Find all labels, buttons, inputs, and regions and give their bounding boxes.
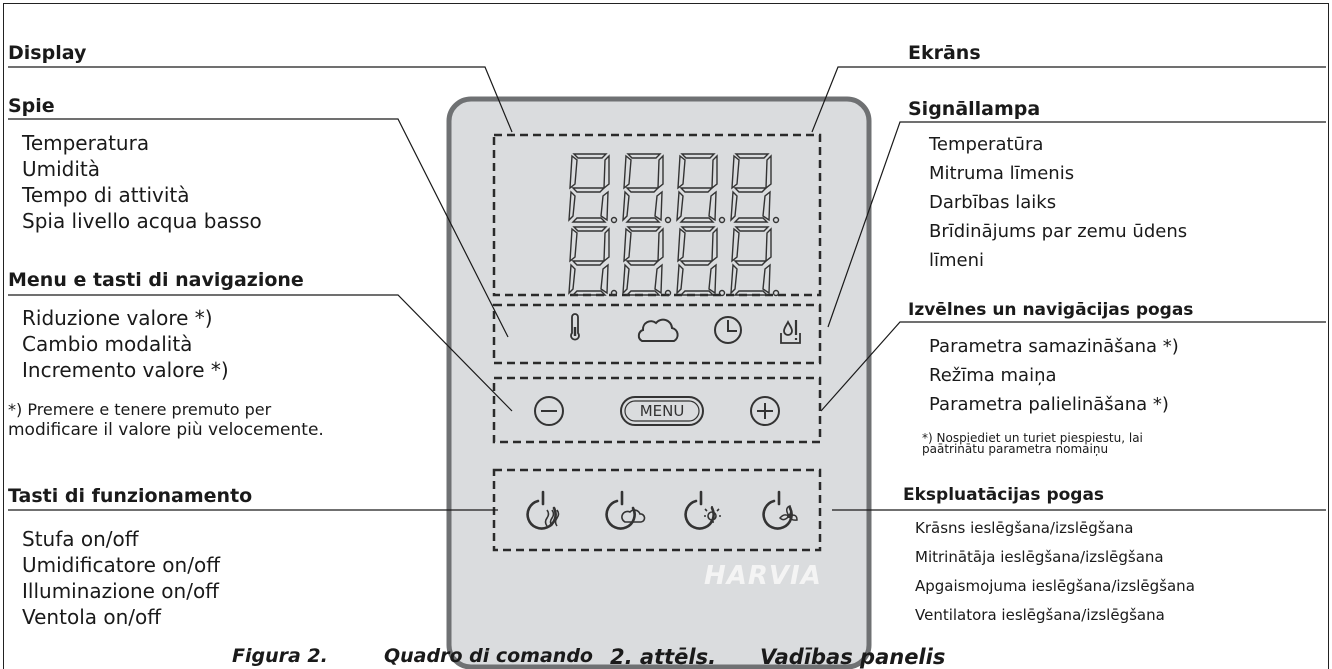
- list-item: Mitruma līmenis: [929, 163, 1075, 184]
- list-item: Ventilatora ieslēgšana/izslēgšana: [915, 606, 1165, 624]
- display-heading-it: Display: [8, 42, 87, 64]
- light-power-icon[interactable]: [684, 490, 721, 530]
- menu-list-lv: Parametra samazināšana *) Režīma maiņa P…: [929, 332, 1179, 419]
- list-item: līmeni: [929, 250, 985, 271]
- list-item: Umidità: [22, 157, 101, 181]
- operation-heading-it: Tasti di funzionamento: [8, 485, 253, 507]
- cloud-icon: [637, 318, 679, 342]
- list-item: Spia livello acqua basso: [22, 209, 262, 233]
- minus-icon[interactable]: [534, 396, 564, 426]
- footnote-line: modificare il valore più velocemente.: [8, 420, 324, 440]
- list-item: Umidificatore on/off: [22, 553, 220, 577]
- plus-icon[interactable]: [750, 396, 780, 426]
- list-item: Ventola on/off: [22, 605, 162, 629]
- list-item: Mitrinātāja ieslēgšana/izslēgšana: [915, 548, 1164, 566]
- humidifier-power-icon[interactable]: [605, 490, 646, 530]
- footnote-line: *) Nospiediet un turiet piespiestu, lai: [922, 431, 1143, 445]
- indicators-heading-lv: Signāllampa: [908, 98, 1041, 120]
- fan-power-icon[interactable]: [762, 490, 798, 530]
- leader-lines-right: [811, 66, 1326, 511]
- list-item: Brīdinājums par zemu ūdens: [929, 221, 1188, 242]
- menu-button[interactable]: [620, 396, 704, 426]
- menu-heading-it: Menu e tasti di navigazione: [8, 269, 304, 291]
- list-item: Apgaismojuma ieslēgšana/izslēgšana: [915, 577, 1195, 595]
- list-item: Temperatūra: [929, 134, 1044, 155]
- menu-button-label: MENU: [639, 402, 685, 420]
- list-item: Parametra samazināšana *): [929, 336, 1179, 357]
- operation-list-it: Stufa on/off Umidificatore on/off Illumi…: [22, 526, 220, 630]
- list-item: Illuminazione on/off: [22, 579, 219, 603]
- leader-lines-left: [8, 66, 513, 511]
- control-panel-body: [446, 96, 872, 669]
- footnote-lv: *) Nospiediet un turiet piespiestu, lai …: [922, 431, 1143, 456]
- water-warning-icon: [780, 319, 801, 344]
- indicators-list-it: Temperatura Umidità Tempo di attività Sp…: [22, 130, 262, 234]
- figure-frame: [3, 3, 1329, 669]
- list-item: Riduzione valore *): [22, 306, 213, 330]
- list-item: Tempo di attività: [22, 183, 190, 207]
- operation-list-lv: Krāsns ieslēgšana/izslēgšana Mitrinātāja…: [915, 514, 1195, 630]
- menu-heading-lv: Izvēlnes un navigācijas pogas: [908, 300, 1194, 320]
- menu-list-it: Riduzione valore *) Cambio modalità Incr…: [22, 305, 229, 383]
- operation-heading-lv: Ekspluatācijas pogas: [903, 485, 1105, 505]
- brand-logo: HARVIA: [704, 561, 822, 591]
- thermometer-icon: [570, 313, 580, 341]
- indicator-area: [492, 303, 822, 365]
- footnote-line: paātrinātu parametra nomaiņu: [922, 442, 1109, 456]
- display-area: [492, 133, 822, 297]
- indicators-heading-it: Spie: [8, 95, 55, 117]
- list-item: Stufa on/off: [22, 527, 139, 551]
- list-item: Parametra palielināšana *): [929, 394, 1169, 415]
- footnote-line: *) Premere e tenere premuto per: [8, 400, 272, 419]
- list-item: Temperatura: [22, 131, 150, 155]
- list-item: Incremento valore *): [22, 358, 229, 382]
- list-item: Darbības laiks: [929, 192, 1057, 213]
- caption-figure-it: Figura 2.: [232, 645, 328, 667]
- footnote-it: *) Premere e tenere premuto per modifica…: [8, 400, 324, 440]
- caption-title-lv: Vadības panelis: [760, 645, 946, 669]
- list-item: Cambio modalità: [22, 332, 193, 356]
- navigation-area: [492, 376, 822, 444]
- list-item: Režīma maiņa: [929, 365, 1057, 386]
- indicators-list-lv: Temperatūra Mitruma līmenis Darbības lai…: [929, 130, 1187, 275]
- heater-power-icon[interactable]: [526, 490, 560, 530]
- caption-figure-lv: 2. attēls.: [610, 645, 717, 669]
- display-heading-lv: Ekrāns: [908, 42, 981, 64]
- list-item: Krāsns ieslēgšana/izslēgšana: [915, 519, 1134, 537]
- caption-title-it: Quadro di comando: [384, 645, 593, 667]
- clock-icon: [714, 316, 742, 344]
